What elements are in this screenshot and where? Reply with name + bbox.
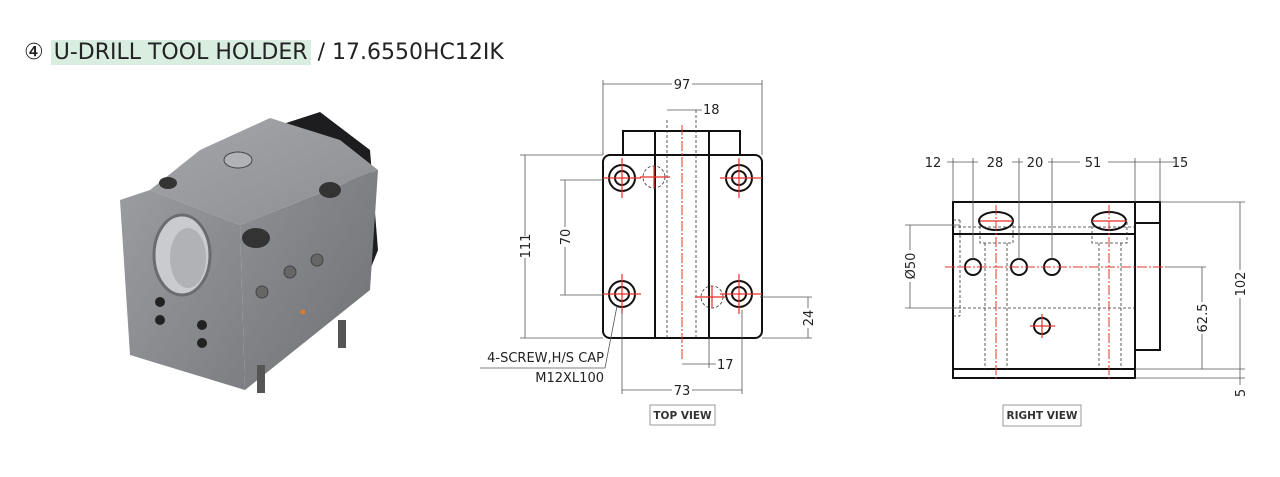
dim-28: 28 bbox=[987, 156, 1004, 171]
dim-51: 51 bbox=[1085, 156, 1102, 171]
logo-emblem bbox=[223, 151, 253, 169]
item-number: ④ bbox=[24, 40, 44, 65]
dim-12: 12 bbox=[925, 156, 942, 171]
dim-18: 18 bbox=[703, 103, 720, 118]
dim-70: 70 bbox=[559, 229, 574, 246]
dim-102: 102 bbox=[1234, 272, 1249, 297]
right-view-drawing: 12 28 20 51 15 Ø50 62.5 102 5 RIGHT VIEW bbox=[902, 154, 1249, 427]
product-name: U-DRILL TOOL HOLDER bbox=[50, 40, 311, 65]
dim-15: 15 bbox=[1172, 156, 1189, 171]
dim-62-5: 62.5 bbox=[1196, 304, 1211, 333]
right-view-label: RIGHT VIEW bbox=[1006, 410, 1077, 422]
part-number: 17.6550HC12IK bbox=[331, 40, 504, 65]
dim-5: 5 bbox=[1234, 389, 1249, 397]
dim-bore-50: Ø50 bbox=[904, 253, 919, 280]
dim-73: 73 bbox=[674, 384, 691, 399]
top-view-drawing: 97 18 111 70 24 17 73 4-SCREW,H/S CAP M1… bbox=[480, 76, 817, 426]
title-separator: / bbox=[317, 40, 325, 65]
page-title: ④ U-DRILL TOOL HOLDER / 17.6550HC12IK bbox=[24, 40, 504, 65]
top-view-label: TOP VIEW bbox=[653, 410, 712, 422]
screw-note-line1: 4-SCREW,H/S CAP bbox=[487, 351, 604, 366]
dim-97: 97 bbox=[674, 78, 691, 93]
screw-note-line2: M12XL100 bbox=[535, 371, 604, 386]
screw-holes bbox=[603, 158, 762, 314]
dim-20: 20 bbox=[1027, 156, 1044, 171]
dim-17: 17 bbox=[717, 358, 734, 373]
product-3d-render bbox=[120, 112, 378, 393]
dim-24: 24 bbox=[802, 310, 817, 327]
dim-111: 111 bbox=[519, 234, 534, 259]
